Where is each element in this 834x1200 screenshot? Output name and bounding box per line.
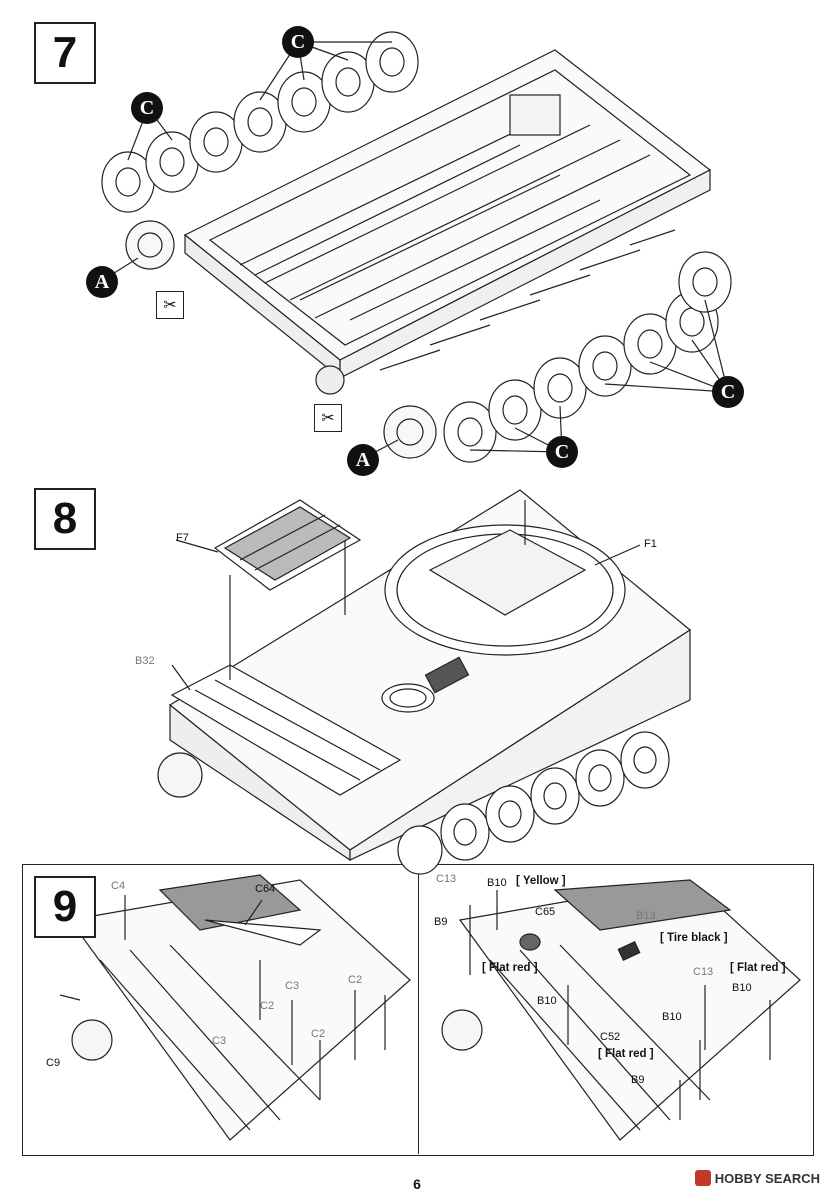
- part-label-c2-upper: C2: [348, 974, 363, 986]
- no-glue-icon: ✂: [314, 404, 342, 432]
- callout-a-bottom: A: [347, 444, 379, 476]
- step9-divider: [418, 864, 419, 1154]
- part-label-c13-right: C13: [693, 966, 714, 978]
- callout-c-top-left: C: [131, 92, 163, 124]
- step-number-8: 8: [34, 488, 96, 550]
- part-label-b32: B32: [135, 655, 155, 667]
- page-number: 6: [413, 1176, 421, 1192]
- part-label-c13-top: C13: [436, 873, 457, 885]
- part-label-c2-lower: C2: [311, 1028, 326, 1040]
- paint-yellow: [ Yellow ]: [516, 875, 566, 887]
- paint-tire-black: [ Tire black ]: [660, 932, 728, 944]
- part-label-b9-lower: B9: [631, 1074, 645, 1086]
- part-label-c9: C9: [46, 1057, 61, 1069]
- callout-c-right: C: [712, 376, 744, 408]
- part-label-b10-right: B10: [732, 982, 752, 994]
- callout-c-top-right: C: [282, 26, 314, 58]
- watermark-logo-icon: [694, 1170, 711, 1186]
- part-label-b10-lower: B10: [662, 1011, 682, 1023]
- part-label-c3-upper: C3: [285, 980, 300, 992]
- callout-a-left: A: [86, 266, 118, 298]
- no-glue-icon: ✂: [156, 291, 184, 319]
- part-label-c64: C64: [255, 883, 276, 895]
- part-label-c2-middle: C2: [260, 1000, 275, 1012]
- paint-flat-red-left: [ Flat red ]: [482, 962, 538, 974]
- part-label-c4: C4: [111, 880, 126, 892]
- paint-flat-red-lower: [ Flat red ]: [598, 1048, 654, 1060]
- callout-c-bottom: C: [546, 436, 578, 468]
- watermark-text: HOBBY SEARCH: [714, 1170, 820, 1186]
- part-label-f7: F7: [176, 532, 189, 544]
- part-label-c52: C52: [600, 1031, 621, 1043]
- part-label-c3-lower: C3: [212, 1035, 227, 1047]
- part-label-b10-top: B10: [487, 877, 507, 889]
- step-number-7: 7: [34, 22, 96, 84]
- part-label-b9-top: B9: [434, 916, 448, 928]
- part-label-f1: F1: [644, 538, 657, 550]
- watermark: HOBBY SEARCH: [694, 1170, 820, 1186]
- part-label-b13: B13: [636, 910, 656, 922]
- paint-flat-red-right: [ Flat red ]: [730, 962, 786, 974]
- step-number-9: 9: [34, 876, 96, 938]
- part-label-c65: C65: [535, 906, 556, 918]
- part-label-b10-middle: B10: [537, 995, 557, 1007]
